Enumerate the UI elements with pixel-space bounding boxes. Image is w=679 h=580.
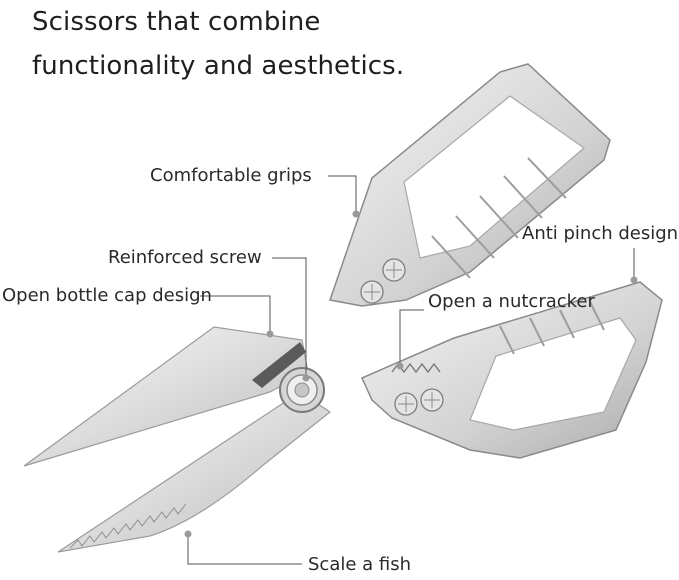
callout-leaders [187, 175, 635, 565]
lower-blade [57, 391, 332, 553]
callout-dots [184, 210, 638, 538]
serrated-edge [69, 503, 187, 549]
leader-bottle-cap [200, 295, 271, 332]
headline-line-1: Scissors that combine [32, 7, 321, 37]
callout-bottle-cap: Open bottle cap design [2, 285, 212, 306]
leader-reinforced-screw [272, 257, 307, 376]
callout-reinforced-screw: Reinforced screw [108, 247, 262, 268]
headline-line-2: functionality and aesthetics. [32, 51, 405, 81]
pivot-screw-icon [279, 367, 325, 413]
leader-nutcracker [399, 309, 424, 364]
callout-nutcracker: Open a nutcracker [428, 291, 595, 312]
callout-comfortable-grips: Comfortable grips [150, 165, 312, 186]
lower-grip-ridges [499, 301, 605, 355]
upper-grip-ridges [431, 157, 567, 279]
leader-scale-fish [187, 536, 302, 565]
upper-handle-opening [403, 95, 585, 259]
bottle-opener-notch [252, 342, 306, 388]
headline: Scissors that combine functionality and … [32, 0, 404, 88]
upper-blade [23, 326, 309, 467]
knurled-discs [360, 258, 444, 416]
callout-anti-pinch: Anti pinch design [522, 223, 679, 244]
leader-comfortable-grips [328, 175, 357, 212]
knurled-disc-marks [364, 262, 440, 412]
callout-scale-fish: Scale a fish [308, 554, 412, 575]
lower-handle-opening [469, 317, 637, 431]
